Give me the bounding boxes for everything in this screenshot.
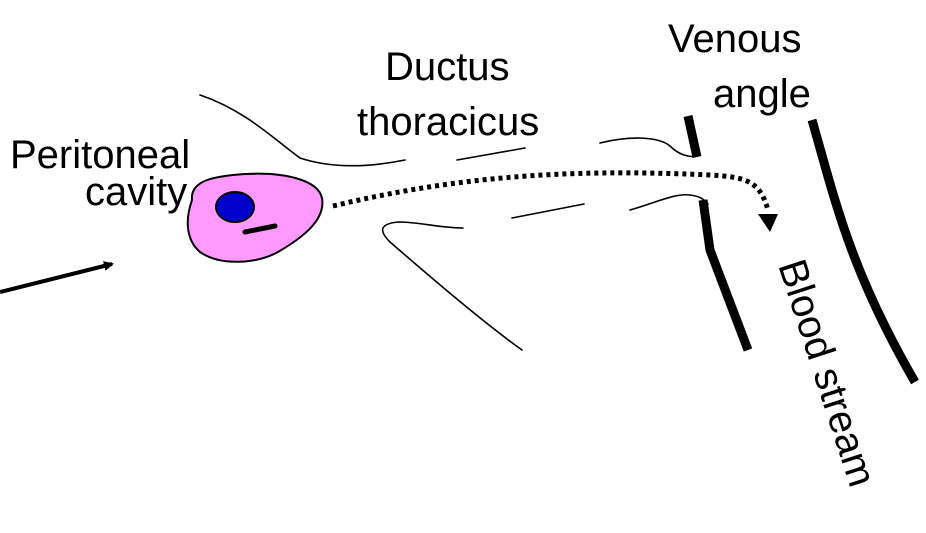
duct-lower-dash [512, 204, 584, 218]
duct-lower-wall [383, 222, 522, 350]
label-ductus: Ductus [385, 45, 510, 89]
incoming-arrow [0, 264, 112, 292]
label-angle: angle [713, 72, 811, 116]
vein-wall-upper-stub [688, 116, 697, 157]
label-venous: Venous [668, 17, 801, 61]
vein-wall-inner [703, 200, 748, 350]
label-thoracicus: thoracicus [357, 100, 539, 144]
duct-lower-entry [630, 195, 708, 210]
duct-upper-dash [457, 148, 525, 160]
duct-upper-entry [600, 138, 698, 156]
label-cavity: cavity [85, 170, 187, 214]
cell [188, 174, 323, 262]
migration-arrowhead [758, 214, 778, 232]
cell-nucleus [216, 192, 254, 222]
